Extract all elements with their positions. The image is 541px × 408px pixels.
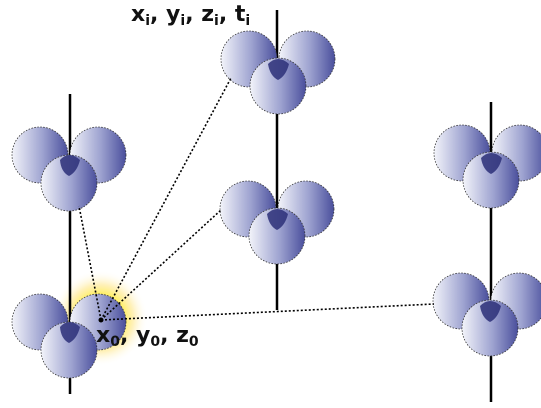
event-coordinates-label: xi, yi, zi, ti	[131, 4, 250, 28]
line-to-bottom-right	[101, 304, 434, 320]
origin-point	[99, 318, 104, 323]
orbital-bottom-right	[433, 273, 541, 356]
orbital-top-right	[434, 125, 541, 208]
origin-coordinates-label: x0, y0, z0	[96, 325, 199, 349]
line-to-top-center	[101, 78, 231, 320]
line-to-mid-center	[101, 210, 221, 320]
